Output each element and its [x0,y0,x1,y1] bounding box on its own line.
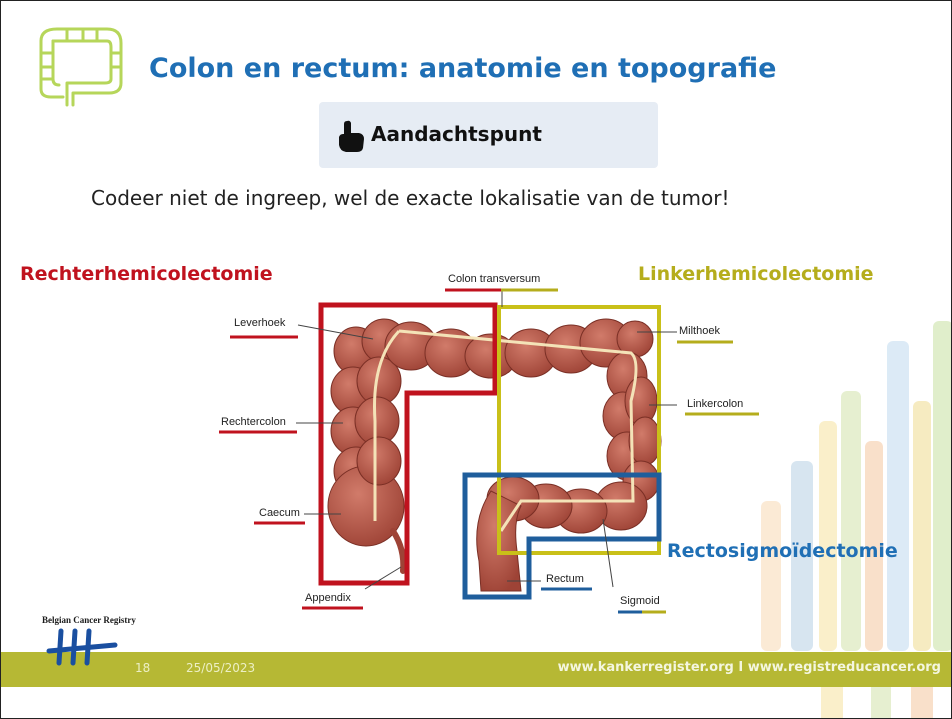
label-appendix: Appendix [305,592,351,604]
label-caecum: Caecum [259,507,300,519]
rectosigmoidectomy-outline [462,472,662,600]
footer-websites[interactable]: www.kankerregister.org I www.registreduc… [557,660,941,675]
label-sigmoid: Sigmoid [620,595,660,607]
bcr-logo-text: Belgian Cancer Registry [42,615,136,625]
taenia-line [373,329,638,532]
label-colon-transversum: Colon transversum [448,273,541,285]
rectosigmoidectomy-heading: Rectosigmoïdectomie [667,540,898,562]
label-milthoek: Milthoek [679,325,720,337]
label-leverhoek: Leverhoek [234,317,286,329]
label-linkercolon: Linkercolon [687,398,744,410]
footer-bar [1,652,951,687]
left-hemicolectomy-outline [497,305,661,555]
appendix [390,528,407,574]
right-hemicolectomy-outline [318,302,498,586]
label-leaders [296,289,677,590]
background-decoration [761,321,951,651]
label-rechtercolon: Rechtercolon [221,416,286,428]
transverse-colon [384,318,654,379]
page-number: 18 [135,661,151,675]
colon-anatomy-diagram [219,288,759,614]
left-hemicolectomy-heading: Linkerhemicolectomie [638,263,874,285]
instruction-text: Codeer niet de ingreep, wel de exacte lo… [91,186,730,210]
footer-date: 25/05/2023 [186,661,256,675]
callout-label: Aandachtspunt [371,122,542,146]
ascending-colon [327,318,407,547]
pointing-hand-icon [339,120,364,152]
bcr-logo-icon [46,628,118,666]
callout-box [319,102,658,168]
colon-logo-icon [39,27,123,107]
label-underlines [219,288,759,614]
right-hemicolectomy-heading: Rechterhemicolectomie [20,263,273,285]
background-decoration-bottom [821,687,933,718]
slide-title: Colon en rectum: anatomie en topografie [149,53,777,84]
label-rectum: Rectum [546,573,584,585]
